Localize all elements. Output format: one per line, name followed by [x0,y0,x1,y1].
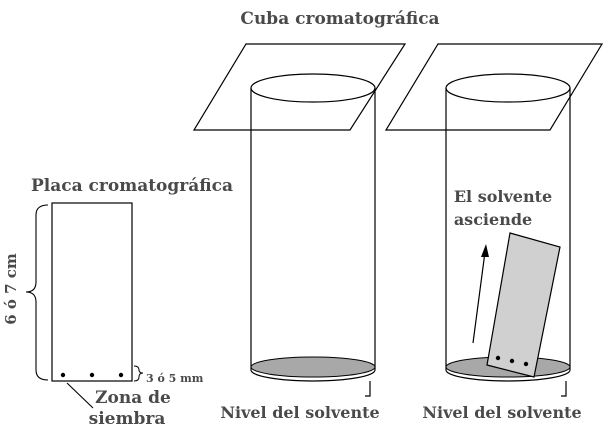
tank-plate-lid [384,43,604,131]
plate-spot-1 [60,372,66,378]
height-brace [25,204,49,381]
tank-with-plate [384,43,604,397]
tank-empty [192,43,407,397]
tank-empty-rim-front [250,87,376,103]
chromatographic-plate [25,202,144,409]
seed-margin-label: 3 ó 5 mm [146,372,204,385]
plate-rect [51,202,133,382]
seed-margin-brace [133,365,144,382]
seed-zone-label-line1: Zona de [95,388,171,408]
solvent-rise-arrow-shaft [472,251,486,344]
solvent-rises-label-line1: El solvente [454,187,552,206]
tilted-plate-spot-2 [509,358,515,364]
tank-plate-rim-back [445,73,571,89]
tilted-plate-spot-1 [495,355,501,361]
height-dimension-label: 6 ó 7 cm [2,253,20,325]
solvent-level-label-2: Nivel del solvente [422,403,581,422]
tank-plate-bottom [445,369,571,382]
solvent-level-marker-2 [561,381,567,397]
cuba-title: Cuba cromatográfica [240,9,439,29]
tilted-plate [486,232,561,378]
tank-empty-solvent [250,356,376,378]
plate-spot-2 [89,372,95,378]
solvent-level-label-1: Nivel del solvente [220,403,379,422]
solvent-level-marker-1 [365,381,371,397]
seed-zone-leader [66,382,94,409]
plate-spot-3 [118,372,124,378]
seed-zone-label-line2: siembra [89,409,166,425]
solvent-rises-label-line2: asciende [454,210,532,229]
solvent-rise-arrow-head [481,244,489,257]
tank-plate-rim-front [445,87,571,103]
tank-empty-rim-back [250,73,376,89]
tilted-plate-spot-3 [523,361,529,367]
tank-empty-lid [192,43,407,131]
placa-title: Placa cromatográfica [31,176,233,196]
tank-empty-bottom [250,369,376,382]
